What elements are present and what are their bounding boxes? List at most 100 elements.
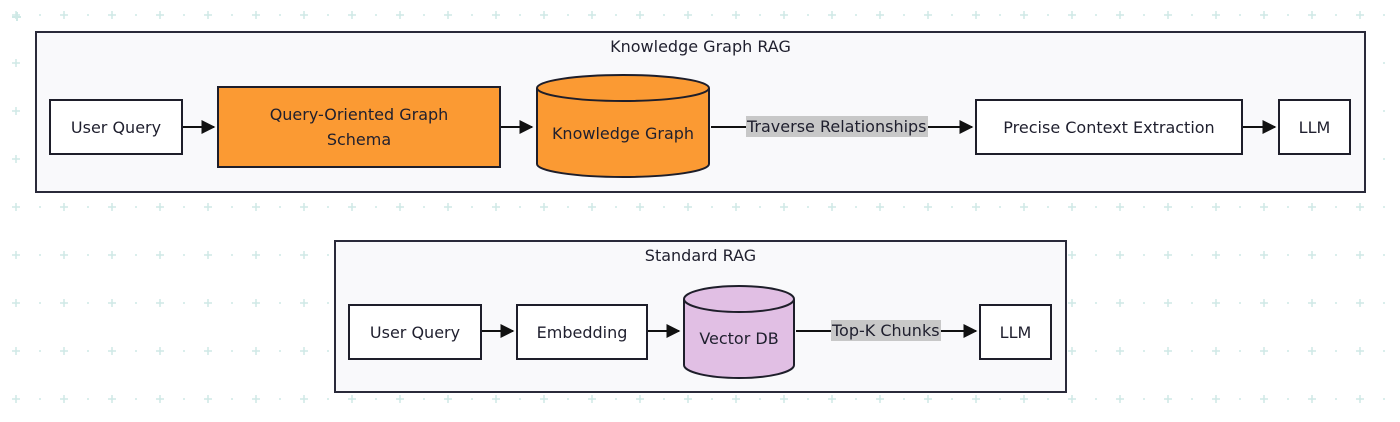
grid-dot-mark [663,206,665,208]
grid-plus-mark [204,395,212,403]
grid-plus-mark [444,395,452,403]
grid-plus-mark [444,11,452,19]
grid-dot-mark [1335,14,1337,16]
grid-dot-mark [1383,206,1385,208]
embedding-node[interactable]: Embedding [516,304,648,360]
grid-dot-mark [87,398,89,400]
grid-plus-mark [252,11,260,19]
schema-label-line1: Query-Oriented Graph [269,105,449,124]
grid-dot-mark [135,14,137,16]
grid-plus-mark [1164,251,1172,259]
grid-plus-mark [1308,299,1316,307]
grid-plus-mark [108,347,116,355]
grid-plus-mark [1020,11,1028,19]
grid-dot-mark [1383,350,1385,352]
grid-dot-mark [999,398,1001,400]
grid-plus-mark [636,203,644,211]
grid-plus-mark [252,395,260,403]
grid-plus-mark [1212,395,1220,403]
std-user-query-node[interactable]: User Query [348,304,482,360]
grid-plus-mark [1260,203,1268,211]
grid-plus-mark [924,11,932,19]
grid-plus-mark [684,203,692,211]
grid-plus-mark [204,299,212,307]
grid-plus-mark [1356,395,1364,403]
grid-plus-mark [876,395,884,403]
vector-db-cylinder-shape [683,285,795,379]
grid-plus-mark [972,203,980,211]
knowledge-graph-cylinder[interactable]: Knowledge Graph [535,74,711,180]
grid-plus-mark [300,299,308,307]
vector-db-cylinder[interactable]: Vector DB [682,285,796,380]
query-oriented-graph-schema-node[interactable]: Query-Oriented Graph Schema [217,86,501,168]
grid-plus-mark [252,203,260,211]
grid-dot-mark [135,350,137,352]
grid-dot-mark [615,14,617,16]
grid-dot-mark [39,350,41,352]
kg-llm-node[interactable]: LLM [1278,99,1351,155]
precise-context-extraction-node[interactable]: Precise Context Extraction [975,99,1243,155]
grid-plus-mark [492,11,500,19]
grid-plus-mark [300,395,308,403]
grid-dot-mark [423,398,425,400]
grid-plus-mark [108,299,116,307]
grid-plus-mark [540,203,548,211]
grid-plus-mark [1164,203,1172,211]
grid-dot-mark [1383,158,1385,160]
grid-dot-mark [39,302,41,304]
grid-dot-mark [1047,206,1049,208]
grid-dot-mark [279,350,281,352]
grid-dot-mark [903,398,905,400]
grid-plus-mark [780,203,788,211]
grid-dot-mark [1383,110,1385,112]
grid-dot-mark [183,350,185,352]
grid-plus-mark [300,11,308,19]
grid-plus-mark [1116,299,1124,307]
grid-dot-mark [279,302,281,304]
grid-plus-mark [876,11,884,19]
grid-plus-mark [1020,203,1028,211]
std-llm-label: LLM [999,322,1032,342]
grid-dot-mark [471,398,473,400]
grid-dot-mark [1239,14,1241,16]
grid-dot-mark [855,14,857,16]
grid-dot-mark [951,398,953,400]
grid-plus-mark [252,251,260,259]
grid-plus-mark [1164,395,1172,403]
grid-dot-mark [1239,206,1241,208]
std-llm-node[interactable]: LLM [979,304,1052,360]
grid-dot-mark [807,398,809,400]
grid-plus-mark [1212,203,1220,211]
grid-plus-mark [12,107,20,115]
grid-dot-mark [999,206,1001,208]
grid-plus-mark [1260,395,1268,403]
grid-dot-mark [1191,398,1193,400]
grid-dot-mark [519,398,521,400]
grid-plus-mark [156,11,164,19]
grid-plus-mark [1116,395,1124,403]
grid-dot-mark [423,14,425,16]
grid-dot-mark [999,14,1001,16]
grid-dot-mark [135,206,137,208]
grid-dot-mark [1335,398,1337,400]
grid-plus-mark [60,299,68,307]
grid-dot-mark [1287,254,1289,256]
grid-dot-mark [279,254,281,256]
grid-plus-mark [1212,347,1220,355]
grid-dot-mark [279,206,281,208]
grid-plus-mark [1260,299,1268,307]
grid-dot-mark [951,14,953,16]
grid-plus-mark [204,11,212,19]
grid-dot-mark [375,14,377,16]
grid-dot-mark [1095,302,1097,304]
grid-plus-mark [1068,395,1076,403]
grid-dot-mark [1143,206,1145,208]
grid-plus-mark [60,347,68,355]
grid-dot-mark [183,398,185,400]
grid-plus-mark [12,251,20,259]
grid-plus-mark [1212,11,1220,19]
grid-dot-mark [1095,350,1097,352]
traverse-relationships-label: Traverse Relationships [746,116,928,137]
kg-user-query-node[interactable]: User Query [49,99,183,155]
